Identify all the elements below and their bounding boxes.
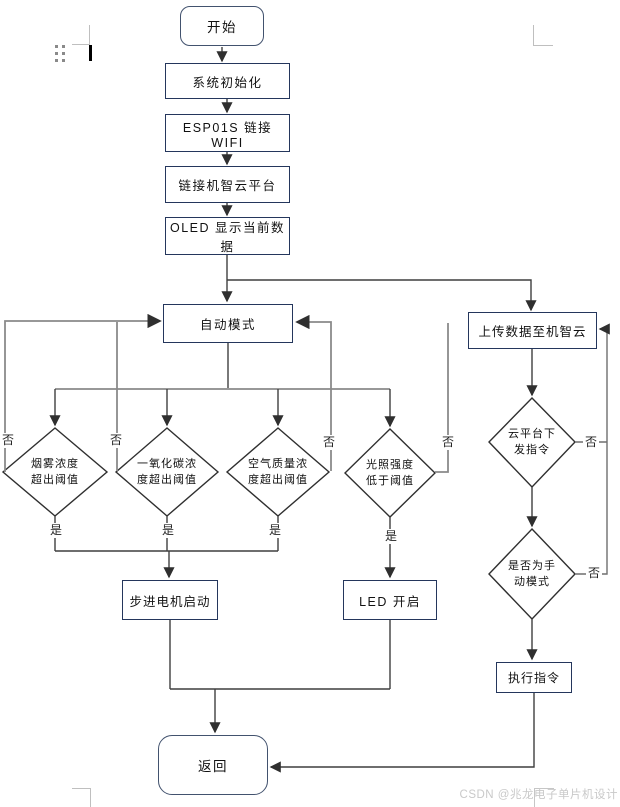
dot <box>55 45 58 48</box>
edge-label-yes-smoke: 是 <box>48 523 64 538</box>
dot <box>62 45 65 48</box>
connector-no-air-loop <box>295 314 332 471</box>
edge-label-yes-co: 是 <box>160 523 176 538</box>
edge-label-no-cloud-cmd: 否 <box>583 435 599 450</box>
edge-label-no-co: 否 <box>108 433 124 448</box>
text-cursor <box>89 45 92 61</box>
decision-smoke-line1: 烟雾浓度 <box>31 458 79 470</box>
decision-co-text: 一氧化碳浓 度超出阈值 <box>122 456 212 488</box>
node-start: 开始 <box>180 6 264 46</box>
edge-label-no-manual: 否 <box>586 566 602 581</box>
node-system-init: 系统初始化 <box>165 63 290 99</box>
decision-light-line1: 光照强度 <box>366 459 414 471</box>
dot <box>62 52 65 55</box>
drag-handle-dots-icon[interactable] <box>55 45 65 62</box>
decision-cloud-cmd-line1: 云平台下 <box>508 428 556 440</box>
decision-light-line2: 低于阈值 <box>366 475 414 487</box>
decision-air-line2: 度超出阈值 <box>248 474 308 486</box>
node-stepper-motor: 步进电机启动 <box>122 580 218 620</box>
dot <box>62 59 65 62</box>
crop-mark-bottom-right <box>534 788 554 807</box>
node-execute-cmd-label: 执行指令 <box>507 671 560 685</box>
edge-label-yes-light: 是 <box>383 529 399 544</box>
decision-smoke-text: 烟雾浓度 超出阈值 <box>10 456 100 488</box>
csdn-watermark: CSDN @兆龙电子单片机设计 <box>459 789 618 801</box>
decision-manual-line1: 是否为手 <box>508 560 556 572</box>
node-esp01s-wifi: ESP01S 链接 WIFI <box>165 114 290 152</box>
connector-no-light-loop <box>435 323 449 473</box>
node-oled-display-label: OLED 显示当前数据 <box>169 221 285 254</box>
edge-label-no-light: 否 <box>440 435 456 450</box>
dot <box>55 52 58 55</box>
decision-co-line1: 一氧化碳浓 <box>137 458 197 470</box>
node-oled-display: OLED 显示当前数据 <box>165 217 290 255</box>
decision-cloud-cmd-line2: 发指令 <box>514 444 550 456</box>
crop-mark-top-left <box>72 25 90 45</box>
node-upload-data: 上传数据至机智云 <box>468 312 597 349</box>
decision-smoke-line2: 超出阈值 <box>31 474 79 486</box>
decision-air-text: 空气质量浓 度超出阈值 <box>233 456 323 488</box>
node-upload-data-label: 上传数据至机智云 <box>478 325 587 339</box>
edge-label-no-air: 否 <box>321 435 337 450</box>
node-link-gizwits: 链接机智云平台 <box>165 166 290 203</box>
connector-branch-upload <box>227 279 537 312</box>
decision-co-line2: 度超出阈值 <box>137 474 197 486</box>
crop-mark-bottom-left <box>72 788 91 807</box>
node-execute-cmd: 执行指令 <box>496 662 572 693</box>
edge-label-yes-air: 是 <box>267 523 283 538</box>
node-auto-mode: 自动模式 <box>163 304 293 343</box>
node-link-gizwits-label: 链接机智云平台 <box>178 179 277 193</box>
connector-bottom-merge <box>169 620 391 690</box>
node-return-label: 返回 <box>198 759 228 774</box>
connector-no-smoke-loop <box>4 313 162 472</box>
connector-execute-return <box>269 693 535 773</box>
node-auto-mode-label: 自动模式 <box>199 318 256 332</box>
decision-manual-line2: 动模式 <box>514 576 550 588</box>
decision-manual-text: 是否为手 动模式 <box>492 558 572 590</box>
node-return: 返回 <box>158 735 268 795</box>
node-stepper-motor-label: 步进电机启动 <box>129 594 211 609</box>
decision-air-line1: 空气质量浓 <box>248 458 308 470</box>
node-led-on-label: LED 开启 <box>359 594 421 609</box>
dot <box>55 59 58 62</box>
decision-light-text: 光照强度 低于阈值 <box>345 457 435 489</box>
node-esp01s-wifi-label: ESP01S 链接 WIFI <box>182 120 273 150</box>
node-led-on: LED 开启 <box>343 580 437 620</box>
decision-cloud-cmd-text: 云平台下 发指令 <box>492 426 572 458</box>
node-start-label: 开始 <box>207 20 237 35</box>
edge-label-no-smoke: 否 <box>0 433 16 448</box>
connector-no-manual-loop <box>575 323 610 575</box>
node-system-init-label: 系统初始化 <box>192 75 263 90</box>
crop-mark-top-right <box>533 25 553 46</box>
